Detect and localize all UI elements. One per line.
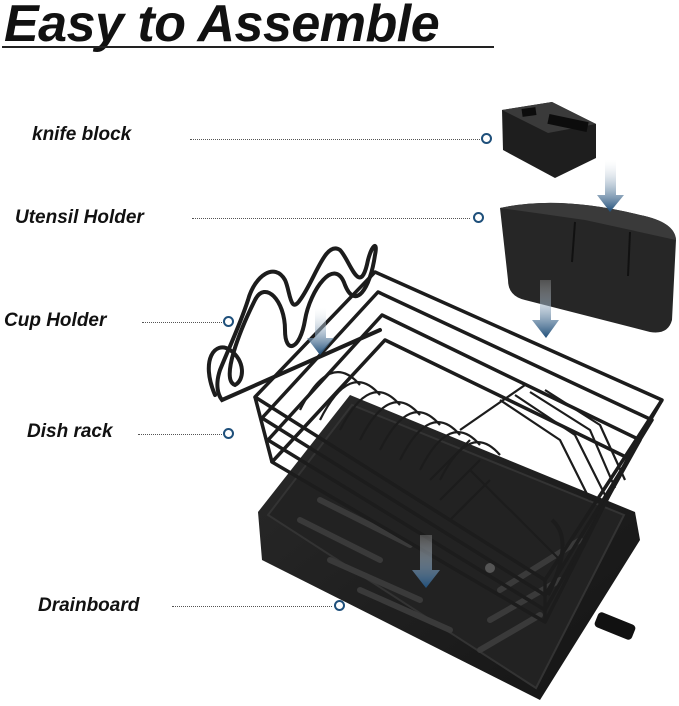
callout-dot-icon (473, 212, 484, 223)
dish-rack-frame (253, 270, 664, 624)
leader-cup-holder (142, 322, 222, 323)
cup-holder-wire (206, 244, 382, 403)
knife-block-body (502, 102, 596, 178)
title-underline (2, 46, 494, 48)
down-arrow-icon (532, 280, 559, 338)
leader-drainboard (172, 606, 332, 607)
label-knife-block: knife block (32, 124, 132, 145)
callout-dot-icon (481, 133, 492, 144)
down-arrow-icon (412, 535, 440, 588)
callout-dot-icon (223, 428, 234, 439)
leader-knife-block (190, 139, 480, 140)
label-drainboard: Drainboard (38, 595, 140, 616)
label-dish-rack: Dish rack (27, 421, 113, 442)
callout-dot-icon (223, 316, 234, 327)
down-arrow-icon (307, 308, 334, 355)
callout-dot-icon (334, 600, 345, 611)
leader-dish-rack (138, 434, 222, 435)
page-title: Easy to Assemble (4, 0, 440, 53)
label-cup-holder: Cup Holder (4, 310, 107, 331)
down-arrow-icon (597, 160, 624, 212)
utensil-holder-body (500, 202, 676, 333)
label-utensil-holder: Utensil Holder (15, 207, 144, 228)
leader-utensil-holder (192, 218, 470, 219)
